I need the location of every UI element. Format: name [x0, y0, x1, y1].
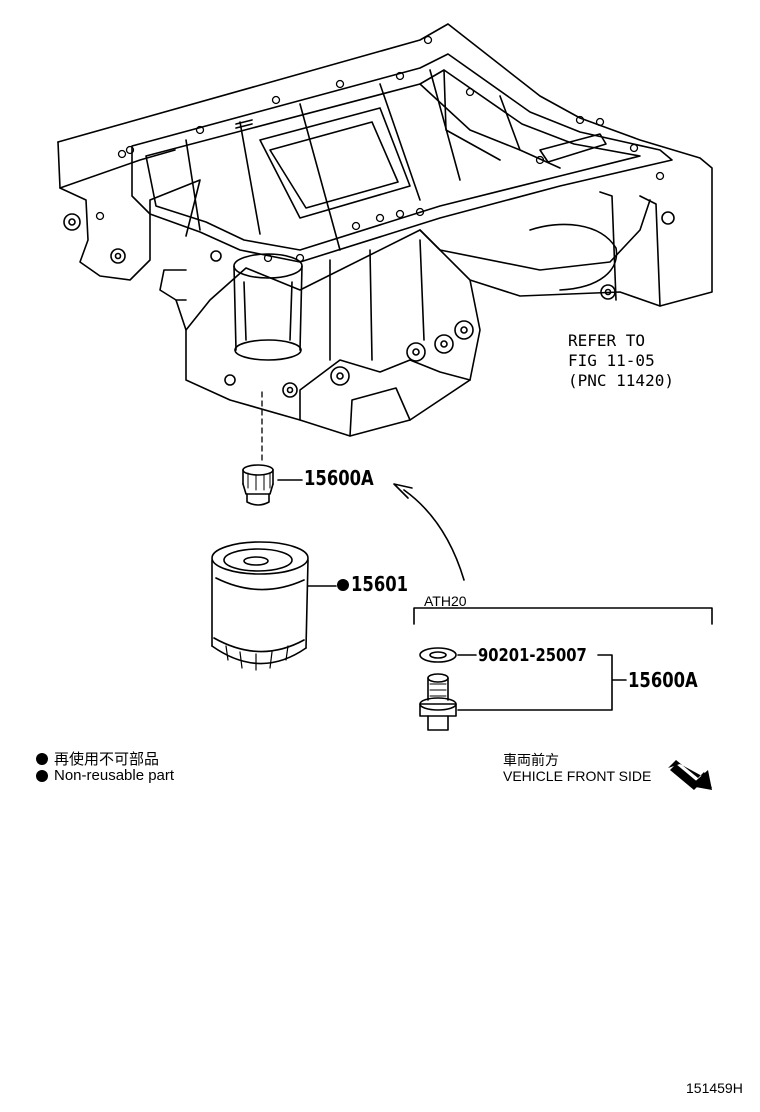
non-reusable-marker — [337, 578, 349, 596]
ath20-bracket — [413, 607, 713, 625]
leader-plug-kit — [457, 654, 627, 711]
legend-en: Non-reusable part — [36, 767, 174, 784]
oil-filter-illustration — [211, 541, 309, 671]
part-label-drain-plug: 15600A — [304, 466, 374, 490]
refer-line-3: (PNC 11420) — [568, 371, 674, 390]
direction-en: VEHICLE FRONT SIDE — [503, 768, 652, 784]
refer-line-2: FIG 11-05 — [568, 351, 655, 370]
variant-label: ATH20 — [424, 593, 467, 609]
drain-plug-kit-illustration — [419, 673, 457, 731]
part-label-drain-plug-kit: 15600A — [628, 668, 698, 692]
vehicle-front-arrow — [668, 760, 712, 790]
legend-jp-text: 再使用不可部品 — [54, 751, 160, 768]
drain-plug-illustration — [242, 464, 274, 506]
gasket-illustration — [419, 647, 457, 663]
legend-jp: 再使用不可部品 — [36, 748, 159, 769]
refer-line-1: REFER TO — [568, 331, 646, 350]
flange-bolt-holes — [95, 35, 665, 263]
figure-id: 151459H — [686, 1080, 743, 1096]
oil-pan-illustration — [57, 23, 713, 437]
bullet-icon — [36, 769, 48, 782]
bullet-icon — [36, 752, 48, 765]
ath20-arrow-curve — [403, 489, 465, 581]
pan-bolt-bosses — [63, 211, 675, 398]
direction-jp: 車両前方 — [503, 752, 559, 768]
legend-en-text: Non-reusable part — [54, 767, 175, 784]
part-label-oil-filter: 15601 — [351, 572, 409, 596]
part-label-gasket: 90201-25007 — [478, 645, 587, 666]
ath20-arrow-head — [393, 483, 413, 499]
